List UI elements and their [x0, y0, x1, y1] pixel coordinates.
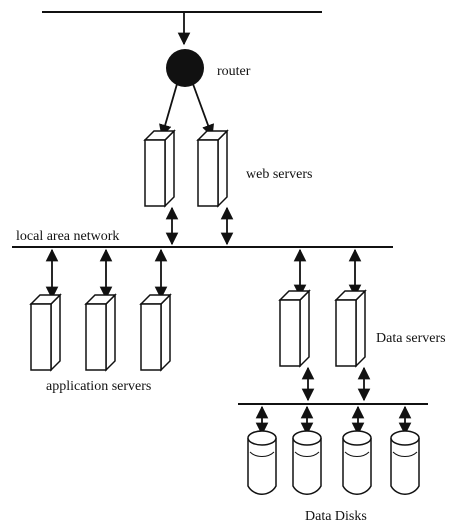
data-servers-label: Data servers [376, 331, 446, 346]
disk-3 [342, 430, 372, 496]
data-server-2 [335, 290, 366, 367]
disk-1 [247, 430, 277, 496]
router-label: router [217, 64, 251, 79]
data-server-1 [279, 290, 310, 367]
web-server-1 [144, 130, 175, 207]
router-node [166, 49, 204, 87]
data-disks-label: Data Disks [305, 509, 367, 524]
web-server-2 [197, 130, 228, 207]
web-servers-label: web servers [246, 167, 312, 182]
disk-2 [292, 430, 322, 496]
lan-label: local area network [16, 229, 119, 244]
app-server-3 [140, 294, 171, 371]
router-to-web-server-2-arrow [192, 83, 215, 138]
app-server-2 [85, 294, 116, 371]
app-server-1 [30, 294, 61, 371]
router-to-web-server-1-arrow [159, 83, 178, 138]
application-servers-label: application servers [46, 379, 151, 394]
disk-4 [390, 430, 420, 496]
